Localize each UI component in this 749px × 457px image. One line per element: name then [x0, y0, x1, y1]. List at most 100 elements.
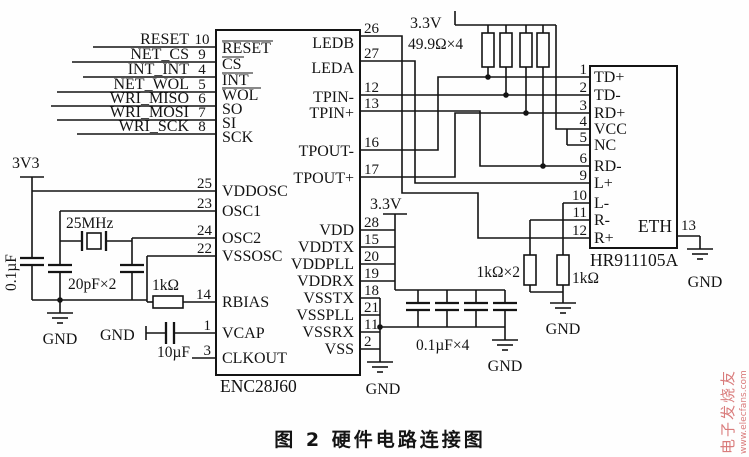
- figure-caption: 图 2 硬件电路连接图: [274, 428, 485, 451]
- pin-number: 12: [572, 223, 587, 239]
- pin-label: VSSTX: [303, 290, 354, 307]
- pin-label: OSC2: [222, 230, 261, 247]
- pin-number: 13: [681, 218, 696, 234]
- pin-label: NC: [594, 137, 616, 154]
- pin-number: 2: [580, 80, 588, 96]
- capacitor-value: 20pF×2: [68, 276, 116, 293]
- pin-number: 10: [195, 32, 210, 48]
- pin-number: 17: [364, 162, 380, 178]
- gnd-label: GND: [43, 331, 78, 348]
- watermark-site: www.elecfans.com: [739, 370, 749, 454]
- resistor-value: 49.9Ω×4: [408, 36, 463, 53]
- pin-number: 11: [573, 205, 587, 221]
- rail-label-3v3-top: 3.3V: [410, 15, 442, 32]
- capacitor-value: 0.1µF: [3, 254, 20, 291]
- pin-label: RD+: [594, 105, 625, 122]
- pin-number: 7: [198, 105, 206, 121]
- pin-label: VDDPLL: [291, 256, 354, 273]
- pin-label: TPOUT-: [299, 143, 354, 160]
- pin-number: 28: [364, 215, 379, 231]
- left-supply-rail: 3V3 0.1µF GND: [3, 155, 147, 348]
- enc-spi-pins: RESET NET_CS INT_INT NET_WOL WRI_MISO WR…: [51, 31, 273, 146]
- pin-number: 18: [364, 283, 379, 299]
- pin-label: VSS: [325, 341, 354, 358]
- pin-number: 20: [364, 249, 379, 265]
- pin-number: 9: [580, 168, 588, 184]
- chip-name: ENC28J60: [220, 376, 297, 396]
- pin-label: SO: [222, 101, 242, 118]
- pull-up-resistors: 3.3V 49.9Ω×4: [408, 11, 590, 169]
- pin-number: 1: [204, 318, 212, 334]
- pin-label: TPOUT+: [293, 170, 354, 187]
- vcap-capacitor: GND 10µF: [100, 322, 216, 361]
- caption-text: 图 2 硬件电路连接图: [274, 428, 485, 451]
- gnd-label: GND: [488, 358, 523, 375]
- resistor-value: 1kΩ: [572, 270, 599, 287]
- pin-number: 8: [198, 119, 206, 135]
- pin-label: VDD: [319, 222, 354, 239]
- watermark: 电子发烧友 www.elecfans.com: [719, 369, 749, 454]
- pin-number: 3: [204, 343, 212, 359]
- pin-number: 27: [364, 46, 380, 62]
- rail-label-3v3: 3V3: [12, 155, 40, 172]
- gnd-label: GND: [688, 274, 723, 291]
- pin-number: 5: [198, 77, 206, 93]
- crystal-circuit: 25MHz 20pF×2: [32, 190, 216, 302]
- pin-label: WOL: [222, 87, 258, 104]
- pin-number: 2: [364, 334, 372, 350]
- pin-number: 11: [364, 317, 378, 333]
- eth-jack: 1 2 3 4 5 6 9 10 11 12 TD+ TD- RD+ VCC N…: [566, 62, 723, 291]
- power-rails: 3.3V GND: [366, 196, 407, 398]
- pin-number: 26: [364, 21, 380, 37]
- pin-number: 4: [198, 62, 206, 78]
- net-label: INT_INT: [128, 61, 190, 78]
- pin-label: VSSRX: [302, 324, 354, 341]
- pin-label: VCAP: [222, 325, 265, 342]
- pin-label: OSC1: [222, 203, 261, 220]
- pin-number: 12: [364, 80, 379, 96]
- pin-label: VCC: [594, 121, 627, 138]
- net-label: WRI_SCK: [119, 118, 190, 135]
- pin-number: 13: [364, 96, 379, 112]
- pin-label: SI: [222, 115, 236, 132]
- pin-number: 1: [580, 62, 588, 78]
- net-label: RESET: [140, 31, 189, 48]
- pin-label: VSSOSC: [222, 248, 282, 265]
- pin-label: LEDA: [311, 60, 354, 77]
- enc-osc-pins: 25 23 24 22 14 1 3 VDDOSC OSC1 OSC2 VSSO…: [196, 176, 288, 367]
- bias-resistor: 1kΩ: [147, 277, 216, 309]
- pin-label: VDDOSC: [222, 183, 288, 200]
- resistor-value: 1kΩ×2: [476, 264, 520, 281]
- capacitor-value: 0.1µF×4: [416, 337, 470, 354]
- decoupling-caps: 0.1µF×4 GND: [380, 289, 523, 375]
- pin-number: 21: [364, 300, 379, 316]
- pin-label: CS: [222, 56, 242, 73]
- pin-label: RESET: [222, 40, 271, 57]
- pin-number: 24: [197, 223, 213, 239]
- pin-label: RD-: [594, 158, 622, 175]
- pin-label: SCK: [222, 129, 254, 146]
- pin-number: 16: [364, 135, 380, 151]
- gnd-label: GND: [366, 381, 401, 398]
- pin-label: INT: [222, 72, 249, 89]
- pin-label: VSSPLL: [296, 307, 354, 324]
- pin-number: 6: [580, 151, 588, 167]
- pin-label: TPIN-: [313, 89, 354, 106]
- net-label: NET_WOL: [113, 76, 189, 93]
- pin-label: TD+: [594, 69, 624, 86]
- enc-power-pins: 28 15 20 19 18 21 11 2 VDD VDDTX VDDPLL …: [291, 215, 395, 358]
- capacitor-value: 10µF: [157, 344, 190, 361]
- pin-number: 9: [198, 47, 206, 63]
- pin-number: 23: [197, 196, 212, 212]
- gnd-label: GND: [546, 321, 581, 338]
- pin-number: 6: [198, 91, 206, 107]
- connector-part-number: HR911105A: [590, 250, 679, 270]
- pin-number: 25: [197, 176, 212, 192]
- rail-label-3v3-mid: 3.3V: [370, 196, 402, 213]
- resistor-value: 1kΩ: [152, 277, 179, 294]
- pin-number: 4: [580, 114, 588, 130]
- pin-label: R+: [594, 230, 614, 247]
- pin-label: R-: [594, 212, 610, 229]
